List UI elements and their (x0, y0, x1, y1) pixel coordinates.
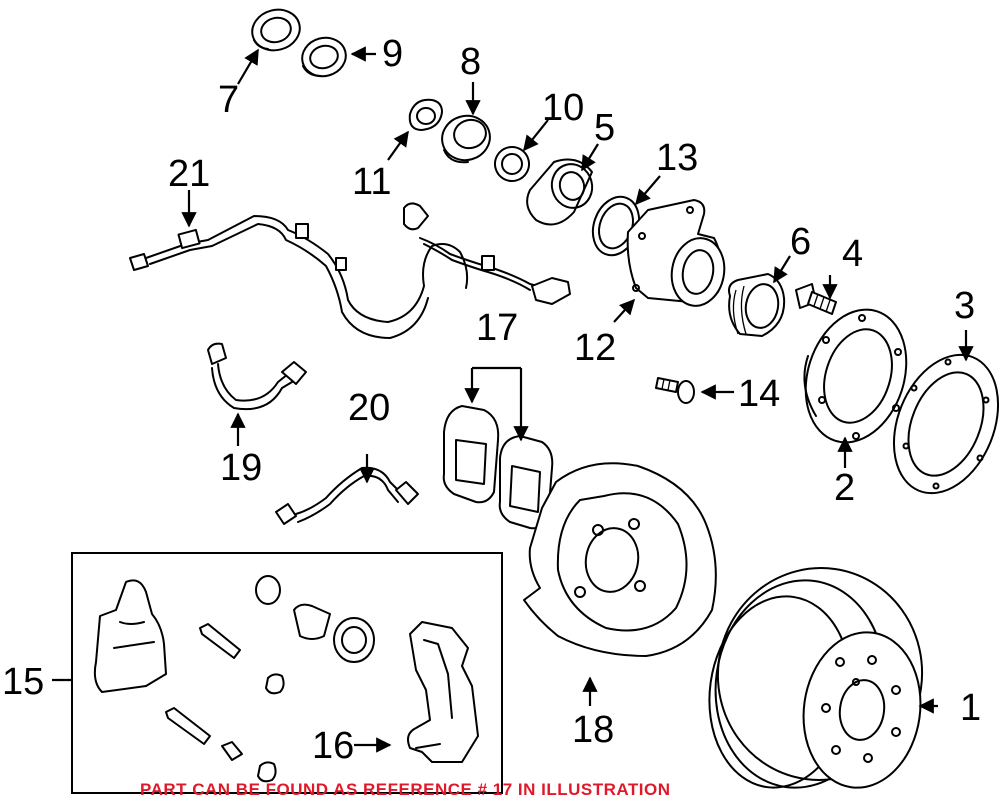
callout-18: 18 (572, 709, 614, 751)
backing-plate-part-18 (523, 462, 717, 657)
callout-4: 4 (842, 233, 863, 275)
callout-20: 20 (348, 387, 390, 429)
seal-part-6 (728, 273, 786, 337)
callout-14: 14 (738, 373, 780, 415)
callout-8: 8 (460, 41, 481, 83)
race-part-10 (494, 146, 530, 182)
callout-3: 3 (954, 285, 975, 327)
seal-part-7 (251, 8, 301, 52)
stud-bolt-part-14 (655, 377, 695, 404)
callout-9: 9 (382, 33, 403, 75)
bearing-race-part-9 (301, 36, 347, 78)
caliper-bracket-part-16 (407, 621, 479, 763)
callout-19: 19 (220, 447, 262, 489)
callout-13: 13 (656, 137, 698, 179)
bearing-part-5 (526, 158, 594, 226)
brake-drum-part-1 (708, 567, 924, 789)
callout-arrows (52, 46, 974, 753)
callout-1: 1 (960, 687, 981, 729)
callout-5: 5 (594, 107, 615, 149)
callout-16: 16 (312, 725, 354, 767)
bearing-part-8 (441, 114, 491, 164)
callout-12: 12 (574, 327, 616, 369)
callout-6: 6 (790, 221, 811, 263)
brake-hose-part-20 (275, 466, 419, 525)
snap-ring-part-11 (408, 98, 443, 131)
callout-15: 15 (2, 661, 44, 703)
abs-sensor-wire-part-21 (129, 202, 571, 339)
hub-housing-part-12 (626, 199, 726, 307)
reference-note: PART CAN BE FOUND AS REFERENCE # 17 IN I… (140, 780, 671, 799)
callout-10: 10 (542, 87, 584, 129)
callout-11: 11 (352, 161, 391, 203)
callout-7: 7 (218, 79, 239, 121)
callout-21: 21 (168, 153, 210, 195)
callout-17: 17 (476, 307, 518, 349)
callout-2: 2 (834, 467, 855, 509)
wheel-bolt-part-4 (795, 283, 837, 315)
caliper-group-part-15 (71, 552, 503, 794)
hub-flange-part-2 (803, 308, 908, 444)
brake-hose-part-19 (207, 342, 307, 410)
callout-labels: 1 2 3 4 5 6 7 8 9 10 11 12 13 14 15 16 1… (2, 33, 981, 767)
brake-pads-part-17 (442, 405, 554, 530)
